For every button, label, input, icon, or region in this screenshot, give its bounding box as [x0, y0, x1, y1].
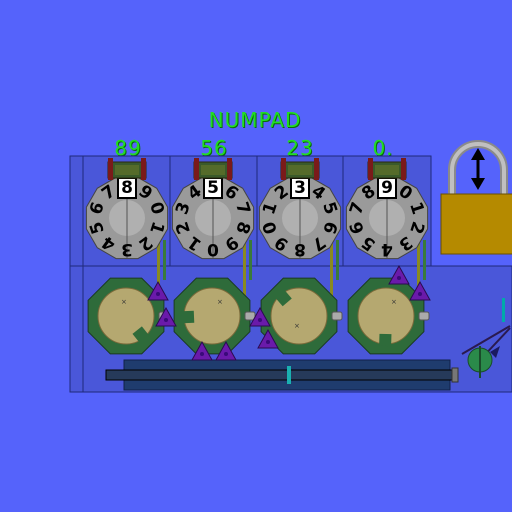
dial-digit: 3	[172, 200, 195, 217]
up-down-arrow-icon	[471, 148, 485, 190]
dial-digit: 1	[405, 200, 428, 217]
clamp-bolt	[368, 158, 373, 180]
cam-notch	[132, 326, 150, 344]
clamp-bolt	[108, 158, 113, 180]
shaft	[249, 240, 252, 280]
wheel-assemblies: ×01234567898×01234567895×01234567893×012…	[85, 158, 431, 361]
dial-digit: 4	[381, 239, 393, 259]
clamp-bolt	[281, 158, 286, 180]
cam-notch	[181, 310, 195, 324]
clamp-bolt	[194, 158, 199, 180]
clamp-plate	[115, 165, 139, 175]
marker-dot	[418, 292, 422, 296]
cam-center-mark: ×	[391, 298, 397, 306]
marker-dot	[397, 276, 401, 280]
wheel-assembly-4: ×01234567899	[345, 158, 430, 355]
crank-lever[interactable]	[461, 325, 511, 378]
dial-digit: 2	[405, 219, 428, 236]
shaft	[423, 240, 426, 280]
clamp-bolt	[141, 158, 146, 180]
wheel-assembly-3: ×01234567893	[258, 158, 343, 355]
dial-digit: 0	[207, 239, 219, 259]
marker-dot	[258, 318, 262, 322]
clamp-plate	[201, 165, 225, 175]
shaft	[157, 240, 160, 298]
slider-track	[105, 369, 457, 381]
dial-digit: 5	[86, 219, 109, 236]
triangle-marker	[147, 280, 169, 301]
dial-digit: 2	[172, 219, 195, 236]
triangle-marker	[155, 306, 177, 327]
shaft	[417, 240, 420, 298]
wheel-4-hint: 0.	[372, 136, 394, 160]
dial-digit: 6	[86, 200, 109, 217]
puzzle-title: NUMPAD	[208, 108, 302, 132]
right-indicator	[502, 298, 505, 322]
dial-digit: 8	[231, 219, 254, 236]
marker-dot	[266, 340, 270, 344]
selected-digit: 8	[121, 178, 133, 198]
dial-digit: 7	[346, 200, 369, 217]
triangle-marker	[388, 264, 410, 285]
dial-digit: 8	[294, 239, 306, 259]
cam-notch	[379, 333, 392, 347]
dial-digit: 1	[145, 219, 168, 236]
dial-digit: 3	[121, 239, 133, 259]
clamp-bolt	[227, 158, 232, 180]
selected-digit: 3	[294, 178, 306, 198]
marker-dot	[200, 352, 204, 356]
shaft	[163, 240, 166, 280]
wheel-assembly-1: ×01234567898	[85, 158, 170, 355]
cam-center-mark: ×	[294, 322, 300, 330]
cam-notch	[274, 289, 292, 307]
triangle-marker	[249, 306, 271, 327]
cam-center-mark: ×	[121, 298, 127, 306]
clamp-plate	[288, 165, 312, 175]
latch-pin	[418, 311, 430, 321]
clamp-bolt	[401, 158, 406, 180]
triangle-marker	[215, 340, 237, 361]
dial-digit: 7	[231, 200, 254, 217]
latch-pin	[331, 311, 343, 321]
marker-dot	[224, 352, 228, 356]
slider-end-cap	[451, 367, 459, 383]
slider-handle[interactable]	[287, 366, 291, 384]
shaft	[336, 240, 339, 280]
shaft	[330, 240, 333, 298]
dial-digit: 1	[259, 200, 282, 217]
cam-center-mark: ×	[217, 298, 223, 306]
padlock-shackle-shine	[450, 142, 506, 194]
padlock-icon[interactable]	[440, 140, 512, 255]
triangle-marker	[257, 328, 279, 349]
marker-dot	[156, 292, 160, 296]
triangle-marker	[191, 340, 213, 361]
selected-digit: 9	[381, 178, 393, 198]
clamp-bolt	[314, 158, 319, 180]
wheel-assembly-2: ×01234567895	[171, 158, 256, 355]
padlock-body	[440, 193, 512, 255]
dial-digit: 6	[346, 219, 369, 236]
dial-digit: 6	[318, 219, 341, 236]
dial-digit: 5	[318, 200, 341, 217]
selected-digit: 5	[207, 178, 219, 198]
marker-dot	[164, 318, 168, 322]
shaft	[243, 240, 246, 298]
clamp-plate	[375, 165, 399, 175]
triangle-marker	[409, 280, 431, 301]
